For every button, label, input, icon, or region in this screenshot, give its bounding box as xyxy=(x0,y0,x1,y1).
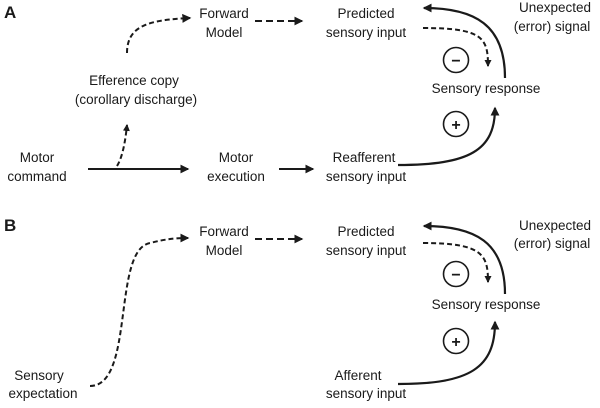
panel-b-arrow-expectation-to-forward xyxy=(89,233,190,387)
panel-a-plus-circle xyxy=(442,110,470,138)
panel-a-efference-line2: (corollary discharge) xyxy=(75,92,197,107)
panel-b-predicted-line1: Predicted xyxy=(337,224,394,239)
panel-a-forward-model-line1: Forward xyxy=(199,6,249,21)
panel-a-efference-line1: Efference copy xyxy=(89,73,179,88)
panel-a-unexpected-line2: (error) signal xyxy=(514,19,591,34)
panel-a-arrow-error-signal xyxy=(422,3,507,79)
panel-a-unexpected-line1: Unexpected xyxy=(519,0,591,15)
panel-a-minus-circle xyxy=(442,46,470,74)
panel-a-motor-execution-line1: Motor xyxy=(219,150,254,165)
panel-a-arrow-to-efference xyxy=(116,123,130,167)
panel-a-motor-command-line1: Motor xyxy=(20,150,55,165)
panel-a-arrow-reafferent-to-response xyxy=(397,106,500,167)
panel-b-predicted-line2: sensory input xyxy=(326,243,407,258)
panel-a-predicted-line2: sensory input xyxy=(326,25,407,40)
panel-b: B Forward Model Predicted sensory input … xyxy=(4,216,591,401)
panel-b-minus-circle xyxy=(442,260,470,288)
panel-b-afferent-line1: Afferent xyxy=(334,368,381,383)
panel-a-arrow-predicted-to-response xyxy=(422,27,492,68)
panel-a-reafferent-line2: sensory input xyxy=(326,169,407,184)
panel-a-sensory-response: Sensory response xyxy=(432,81,541,96)
panel-b-plus-sign: + xyxy=(451,334,460,351)
panel-b-plus-circle xyxy=(442,327,470,355)
panel-b-unexpected-line1: Unexpected xyxy=(519,218,591,233)
panel-b-minus-sign: − xyxy=(451,267,460,284)
panel-a: A Forward Model Predicted sensory input … xyxy=(4,0,591,184)
panel-b-forward-model-line1: Forward xyxy=(199,224,249,239)
panel-b-sensory-response: Sensory response xyxy=(432,297,541,312)
panel-b-expectation-line1: Sensory xyxy=(14,368,64,383)
panel-a-reafferent-line1: Reafferent xyxy=(333,150,396,165)
panel-a-letter: A xyxy=(4,3,16,22)
panel-b-expectation-line2: expectation xyxy=(8,386,77,401)
panel-a-plus-sign: + xyxy=(451,117,460,134)
panel-b-forward-model-line2: Model xyxy=(206,243,243,258)
panel-a-arrow-efference-to-forward xyxy=(126,13,192,54)
panel-a-motor-execution-line2: execution xyxy=(207,169,265,184)
panel-b-afferent-line2: sensory input xyxy=(326,386,407,401)
panel-a-forward-model-line2: Model xyxy=(206,25,243,40)
panel-a-minus-sign: − xyxy=(451,53,460,70)
panel-b-arrow-afferent-to-response xyxy=(397,320,500,386)
panel-a-predicted-line1: Predicted xyxy=(337,6,394,21)
panel-b-arrow-error-signal xyxy=(422,221,507,295)
panel-b-letter: B xyxy=(4,216,16,235)
panel-a-motor-command-line2: command xyxy=(7,169,66,184)
panel-b-unexpected-line2: (error) signal xyxy=(514,236,591,251)
panel-b-arrow-predicted-to-response xyxy=(422,242,492,284)
